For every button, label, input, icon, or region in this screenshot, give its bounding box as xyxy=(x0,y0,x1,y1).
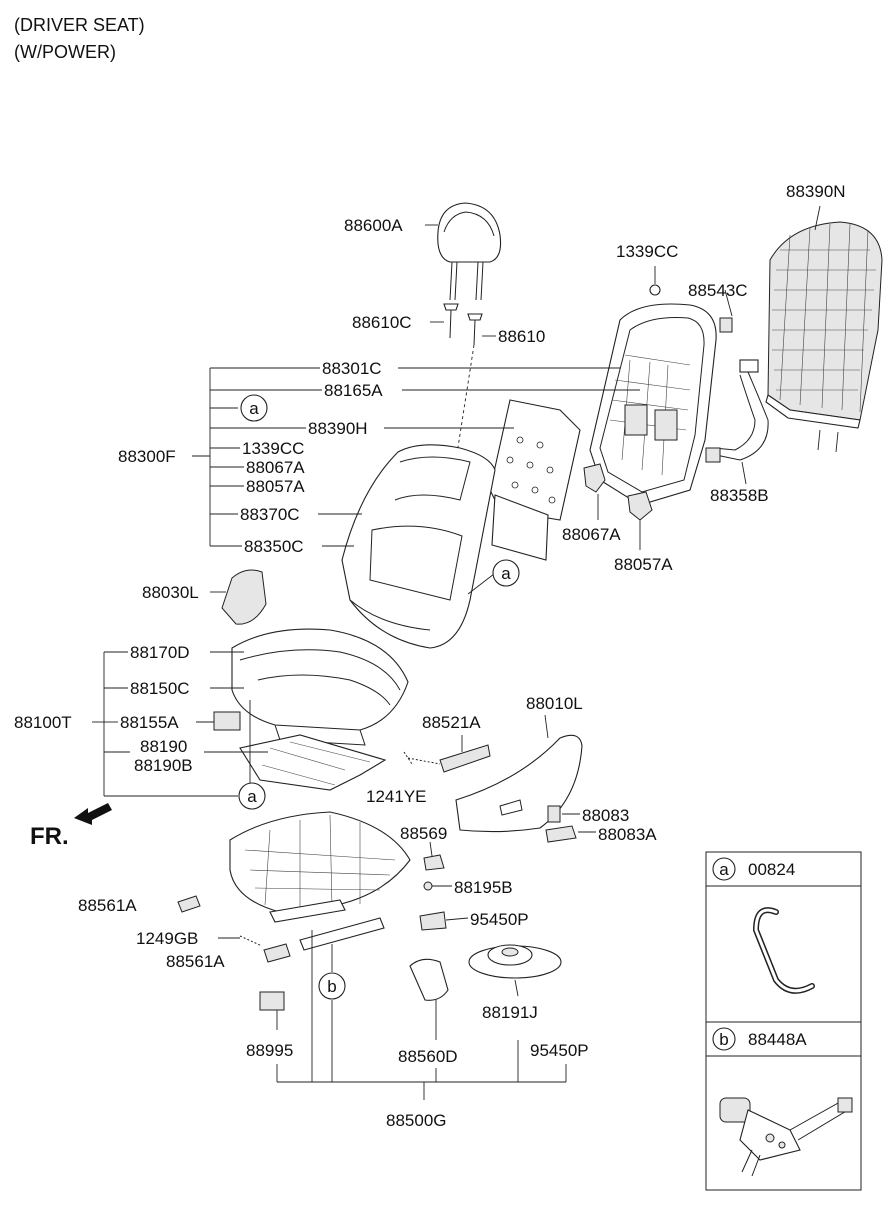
label-88170D: 88170D xyxy=(130,643,190,662)
label-88561A-top: 88561A xyxy=(78,896,137,915)
label-88350C: 88350C xyxy=(244,537,304,556)
module-88995 xyxy=(259,991,285,1011)
legend-box: a 00824 b 88448A xyxy=(705,851,862,1191)
label-1339CC-list: 1339CC xyxy=(242,439,304,458)
label-88100T: 88100T xyxy=(14,713,72,732)
seatback-cover-88390N xyxy=(765,221,883,453)
label-88600A: 88600A xyxy=(344,216,403,235)
header-power: (W/POWER) xyxy=(14,42,116,62)
headrest-guides xyxy=(443,303,483,346)
label-88521A: 88521A xyxy=(422,713,481,732)
side-panel-88030L xyxy=(221,569,267,625)
label-88358B: 88358B xyxy=(710,486,769,505)
label-88995: 88995 xyxy=(246,1041,293,1060)
label-88067A-list: 88067A xyxy=(246,458,305,477)
lumbar-88390H xyxy=(489,399,581,561)
part-88561A-bottom xyxy=(263,943,291,963)
label-88195B: 88195B xyxy=(454,878,513,897)
label-88301C: 88301C xyxy=(322,359,382,378)
label-88610: 88610 xyxy=(498,327,545,346)
switch-88521A xyxy=(403,735,491,773)
front-direction-indicator: FR. xyxy=(30,803,112,850)
label-1249GB: 1249GB xyxy=(136,929,198,948)
svg-text:a: a xyxy=(247,787,257,806)
assembly-bracket-88500G xyxy=(276,930,567,1100)
label-88010L: 88010L xyxy=(526,694,583,713)
label-88370C: 88370C xyxy=(240,505,300,524)
headrest-88600A xyxy=(437,202,502,301)
label-88083: 88083 xyxy=(582,806,629,825)
label-1339CC-top: 1339CC xyxy=(616,242,678,261)
module-88155A xyxy=(213,711,241,731)
brackets-right xyxy=(583,463,653,521)
motor-88191J xyxy=(468,944,562,979)
bracket-88100T xyxy=(92,651,268,797)
seatback-frame xyxy=(589,303,717,506)
label-88390N: 88390N xyxy=(786,182,846,201)
label-88390H: 88390H xyxy=(308,419,368,438)
legend-b-letter: b xyxy=(719,1030,728,1049)
seat-cushion xyxy=(231,628,409,746)
legend-a-letter: a xyxy=(719,860,729,879)
label-88057A-right: 88057A xyxy=(614,555,673,574)
label-88165A: 88165A xyxy=(324,381,383,400)
label-88083A: 88083A xyxy=(598,825,657,844)
label-88057A-list: 88057A xyxy=(246,477,305,496)
header-driver-seat: (DRIVER SEAT) xyxy=(14,15,145,35)
front-arrow-icon xyxy=(74,803,112,825)
label-95450P-bottom: 95450P xyxy=(530,1041,589,1060)
svg-text:b: b xyxy=(327,977,336,996)
module-95450P xyxy=(419,911,447,931)
clip-88569 xyxy=(423,854,445,871)
bracket-88300F xyxy=(192,367,640,547)
label-88610C: 88610C xyxy=(352,313,412,332)
seat-pan-88190 xyxy=(239,734,387,791)
seat-track-frame xyxy=(229,811,411,951)
label-88190B: 88190B xyxy=(134,756,193,775)
svg-text:a: a xyxy=(249,399,259,418)
callout-b-track: b xyxy=(318,972,346,1000)
callout-a-list: a xyxy=(240,394,268,422)
label-88543C: 88543C xyxy=(688,281,748,300)
label-1241YE: 1241YE xyxy=(366,787,427,806)
legend-b-header: b 88448A xyxy=(712,1027,807,1051)
cover-88560D xyxy=(409,958,449,1001)
label-88150C: 88150C xyxy=(130,679,190,698)
label-88561A-bottom: 88561A xyxy=(166,952,225,971)
label-88500G: 88500G xyxy=(386,1111,447,1130)
legend-a-part: 00824 xyxy=(748,860,795,879)
label-88560D: 88560D xyxy=(398,1047,458,1066)
legend-b-actuator-icon xyxy=(719,1097,853,1177)
label-88300F: 88300F xyxy=(118,447,176,466)
label-88155A: 88155A xyxy=(120,713,179,732)
label-95450P-mid: 95450P xyxy=(470,910,529,929)
legend-a-clip-icon xyxy=(752,907,815,994)
svg-text:a: a xyxy=(501,564,511,583)
knobs-88083 xyxy=(545,805,577,843)
legend-b-part: 88448A xyxy=(748,1030,807,1049)
label-88190: 88190 xyxy=(140,737,187,756)
front-label: FR. xyxy=(30,823,69,850)
callout-a-seatback: a xyxy=(492,559,520,587)
callout-a-cushion: a xyxy=(238,782,266,810)
part-88561A-top xyxy=(177,895,201,913)
label-88191J: 88191J xyxy=(482,1003,538,1022)
label-88067A-right: 88067A xyxy=(562,525,621,544)
part-labels: 88390N 88600A 1339CC 88543C 88610C 88610… xyxy=(14,182,846,1130)
cable-88358B xyxy=(705,359,769,463)
label-88030L: 88030L xyxy=(142,583,199,602)
seatback-cushion xyxy=(341,444,496,649)
legend-a-header: a 00824 xyxy=(712,857,795,881)
label-88569: 88569 xyxy=(400,824,447,843)
